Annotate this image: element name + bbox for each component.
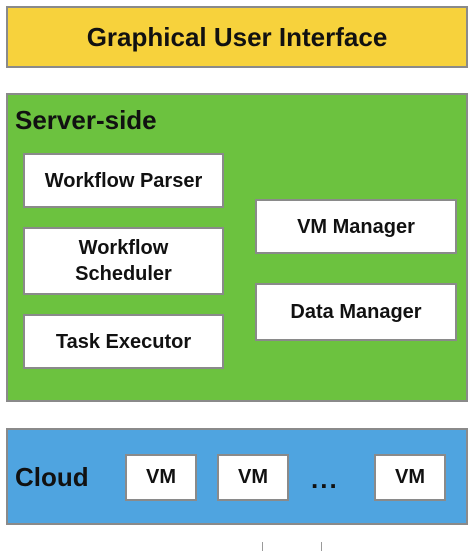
workflow-parser-box: Workflow Parser <box>23 153 224 208</box>
server-side-layer: Server-side Workflow Parser Workflow Sch… <box>6 93 468 402</box>
vm-label-1: VM <box>146 466 176 488</box>
workflow-scheduler-label-line1: Workflow <box>78 237 169 259</box>
cloud-layer: Cloud VM VM ... VM <box>6 428 468 525</box>
vm-label-2: VM <box>238 466 268 488</box>
data-manager-label: Data Manager <box>290 301 422 323</box>
vm-label-3: VM <box>395 466 425 488</box>
vm-box-2: VM <box>217 454 289 501</box>
workflow-scheduler-label-line2: Scheduler <box>75 263 172 285</box>
workflow-scheduler-box: Workflow Scheduler <box>23 227 224 295</box>
gui-layer: Graphical User Interface <box>6 6 468 68</box>
task-executor-box: Task Executor <box>23 314 224 369</box>
vm-ellipsis: ... <box>311 464 339 494</box>
vm-box-1: VM <box>125 454 197 501</box>
task-executor-label: Task Executor <box>55 330 192 353</box>
gui-title: Graphical User Interface <box>86 21 388 52</box>
data-manager-box: Data Manager <box>255 283 457 341</box>
vm-manager-label: VM Manager <box>297 215 415 238</box>
vm-box-3: VM <box>374 454 446 501</box>
bottom-tick-mark <box>262 542 263 551</box>
vm-manager-box: VM Manager <box>255 199 457 254</box>
cloud-title: Cloud <box>15 462 89 492</box>
server-side-title: Server-side <box>15 105 157 135</box>
bottom-tick-mark <box>321 542 322 551</box>
workflow-parser-label: Workflow Parser <box>44 169 203 192</box>
